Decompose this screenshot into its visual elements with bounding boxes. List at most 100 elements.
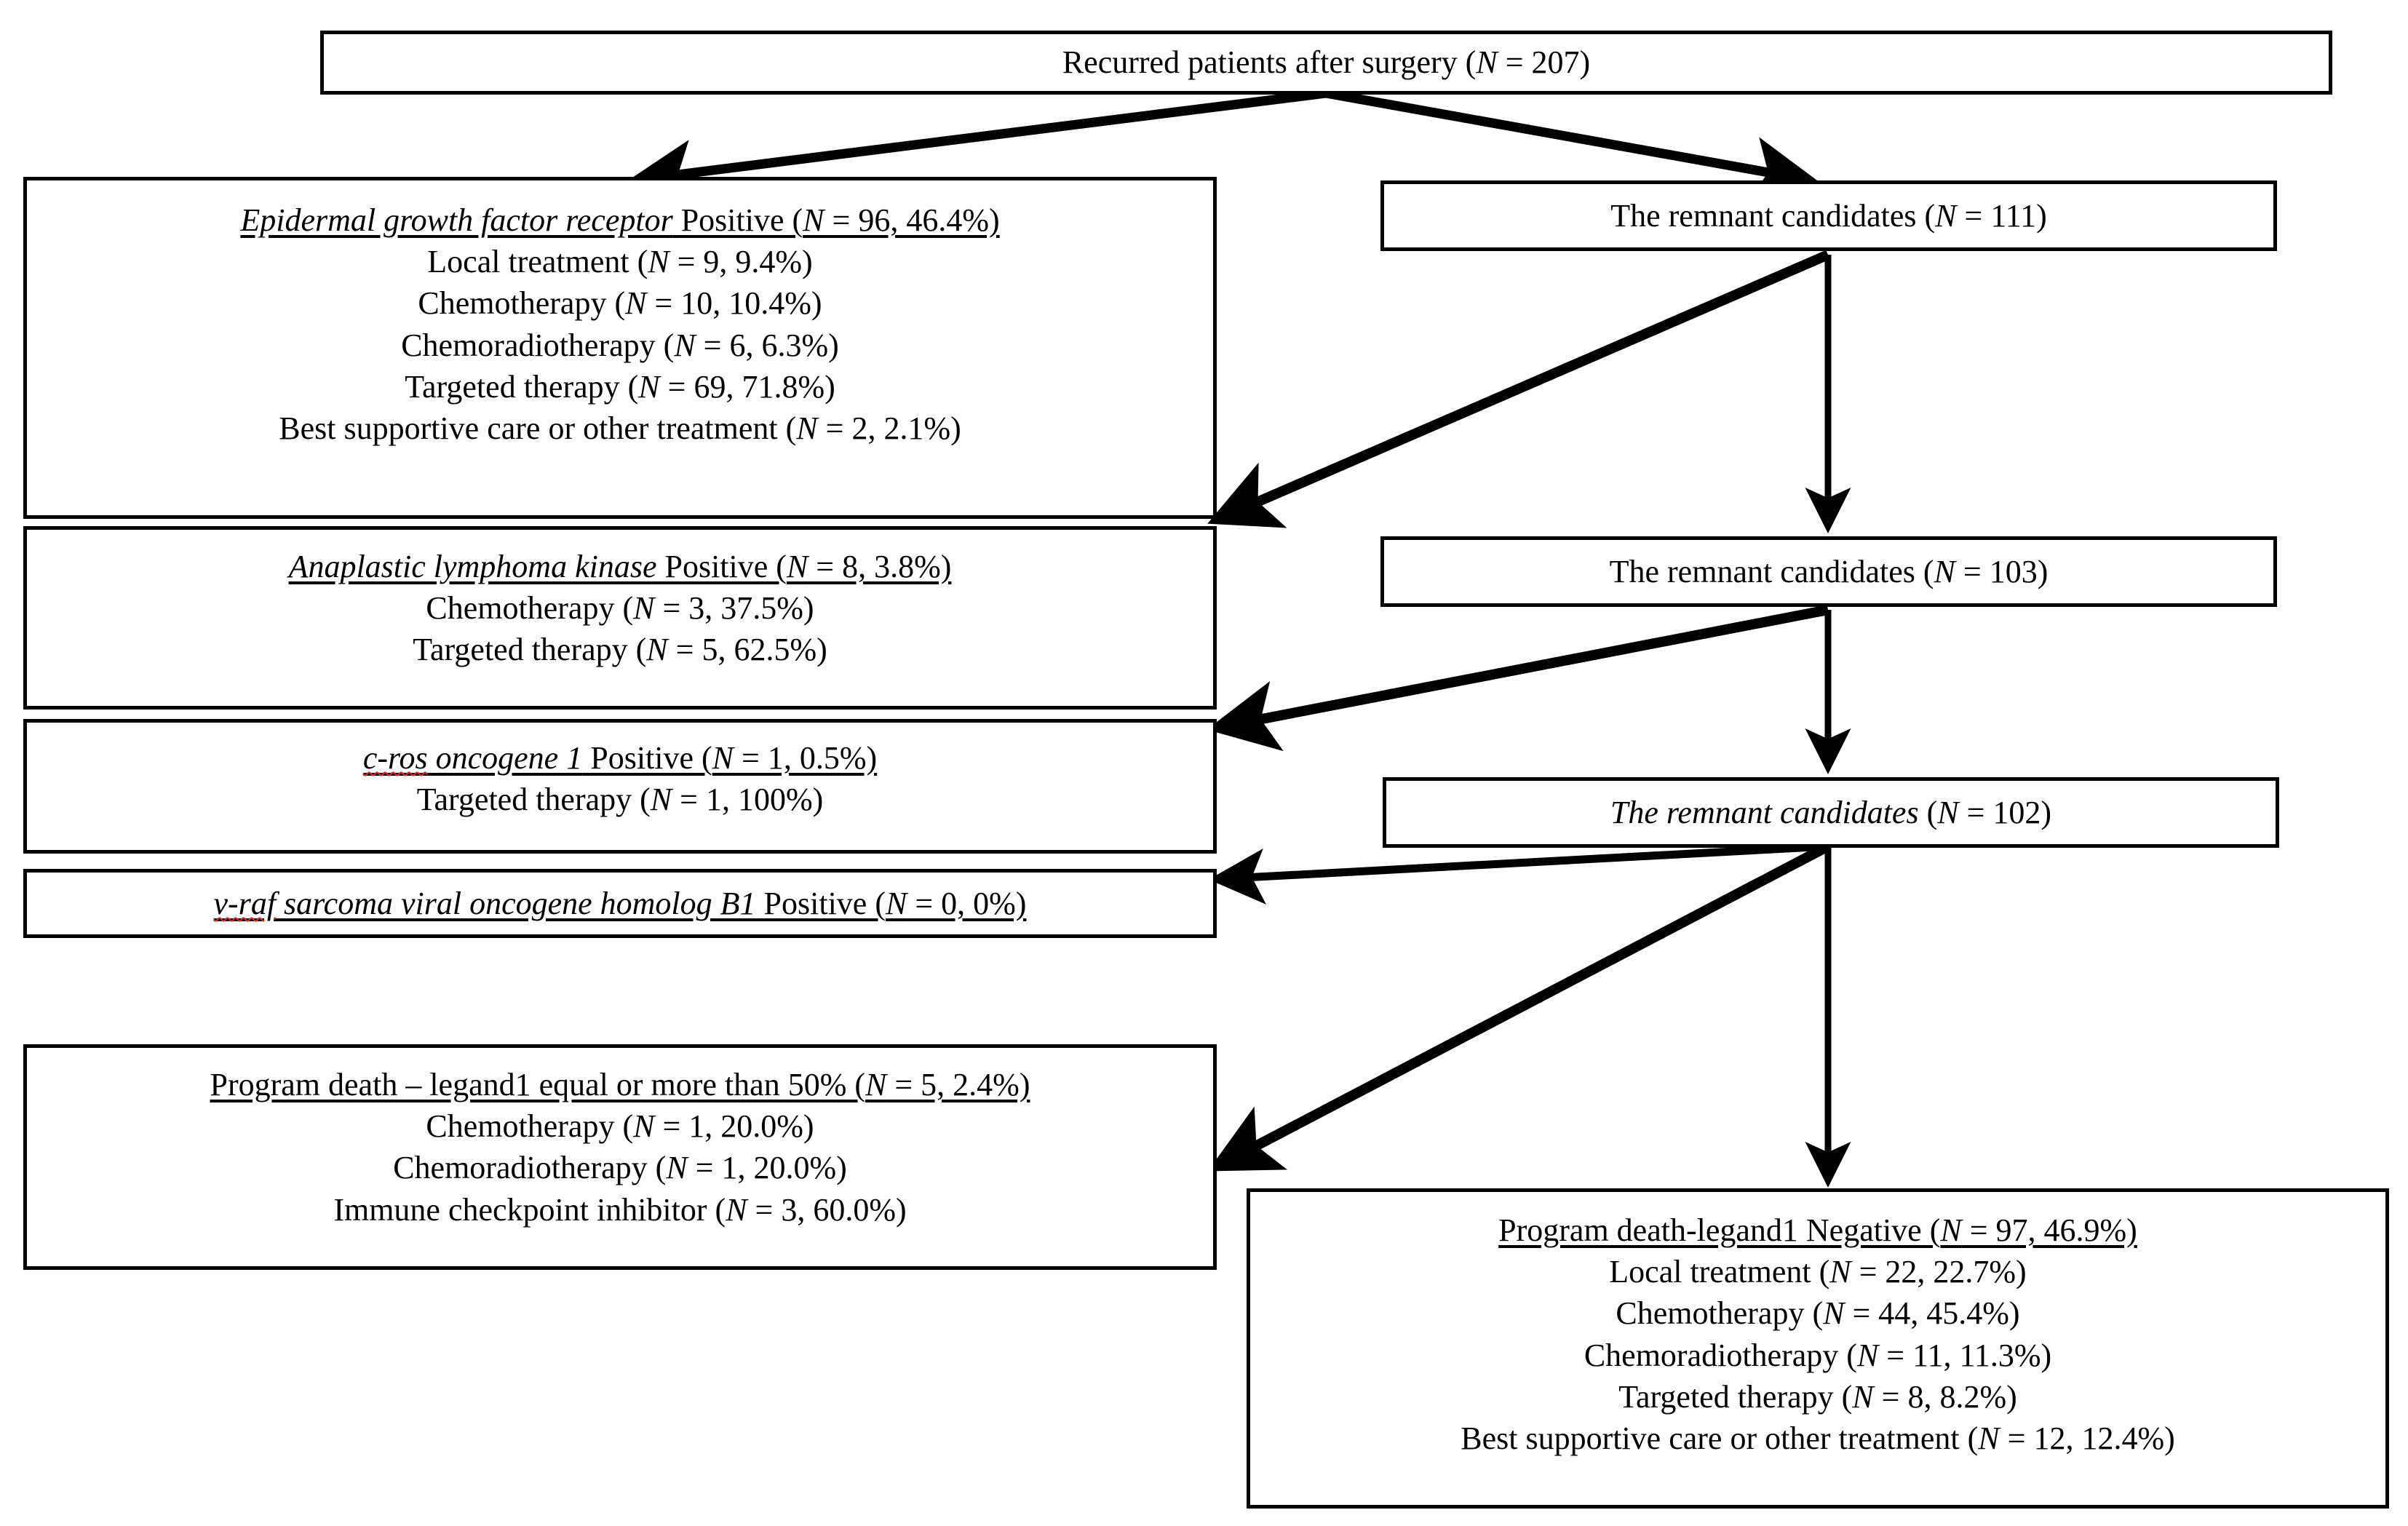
arrow-remnant103-to-ros1 (1207, 605, 1829, 752)
node-recurred-patients-label: Recurred patients after surgery (N = 207… (1062, 41, 1590, 83)
node-alk-row: Chemotherapy (N = 3, 37.5%) (426, 587, 814, 629)
gene-name: sarcoma viral oncogene homolog B1 (276, 885, 756, 921)
arrow-remnant102-to-braf (1209, 842, 1829, 905)
node-egfr-row: Chemoradiotherapy (N = 6, 6.3%) (401, 325, 839, 366)
node-remnant-103-label: The remnant candidates (N = 103) (1610, 551, 2049, 592)
node-remnant-candidates-111[interactable]: The remnant candidates (N = 111) (1380, 180, 2277, 251)
node-pdl1-negative-row: Local treatment (N = 22, 22.7%) (1609, 1251, 2026, 1292)
node-pdl1-negative-header: Program death-legand1 Negative (N = 97, … (1498, 1209, 2137, 1251)
node-ros1-positive[interactable]: c-ros oncogene 1 Positive (N = 1, 0.5%) … (23, 719, 1217, 854)
node-ros1-row: Targeted therapy (N = 1, 100%) (417, 779, 824, 820)
text-tail: = 8, 3.8%) (808, 549, 952, 584)
n-symbol: N (1940, 1212, 1962, 1248)
text-plain: Targeted therapy ( (416, 782, 651, 818)
n-symbol: N (646, 632, 668, 668)
node-pdl1-high-positive[interactable]: Program death – legand1 equal or more th… (23, 1044, 1217, 1270)
node-egfr-row: Best supportive care or other treatment … (279, 408, 961, 449)
node-pdl1-negative[interactable]: Program death-legand1 Negative (N = 97, … (1247, 1188, 2389, 1509)
n-symbol: N (885, 885, 907, 921)
node-braf-positive[interactable]: v-raf sarcoma viral oncogene homolog B1 … (23, 869, 1217, 938)
text-tail: = 44, 45.4%) (1844, 1295, 2020, 1332)
text-plain: The remnant candidates ( (1609, 553, 1934, 589)
gene-name: Anaplastic lymphoma kinase (288, 549, 657, 584)
arrow-root-to-egfr (627, 88, 1327, 206)
text-tail: = 8, 8.2%) (1873, 1378, 2017, 1415)
node-egfr-positive[interactable]: Epidermal growth factor receptor Positiv… (23, 177, 1217, 519)
text-tail: = 22, 22.7%) (1851, 1254, 2027, 1290)
text-tail: = 5, 62.5%) (667, 632, 827, 668)
text-plain: Chemoradiotherapy ( (401, 327, 675, 363)
node-recurred-patients[interactable]: Recurred patients after surgery (N = 207… (320, 31, 2332, 95)
node-alk-positive[interactable]: Anaplastic lymphoma kinase Positive (N =… (23, 526, 1217, 710)
gene-name: Epidermal growth factor receptor (240, 202, 673, 238)
n-symbol: N (633, 1108, 655, 1145)
node-remnant-candidates-102[interactable]: The remnant candidates (N = 102) (1383, 777, 2279, 848)
text-plain: Recurred patients after surgery ( (1062, 44, 1477, 81)
text-plain: Immune checkpoint inhibitor ( (333, 1191, 726, 1228)
spellcheck-flagged-word: v-raf (213, 885, 277, 921)
n-symbol: N (1856, 1337, 1879, 1373)
text-plain: Targeted therapy ( (413, 632, 647, 668)
n-symbol: N (1978, 1420, 2000, 1456)
text-plain: Best supportive care or other treatment … (1461, 1420, 1979, 1456)
n-symbol: N (638, 368, 660, 405)
node-pdl1-high-row: Chemoradiotherapy (N = 1, 20.0%) (393, 1147, 847, 1188)
text-tail: = 1, 20.0%) (687, 1150, 847, 1186)
n-symbol: N (1852, 1378, 1874, 1415)
n-symbol: N (648, 244, 669, 280)
text-plain: Best supportive care or other treatment … (279, 410, 797, 446)
text-plain: Positive ( (755, 885, 886, 921)
node-egfr-header: Epidermal growth factor receptor Positiv… (240, 199, 999, 241)
n-symbol: N (1934, 553, 1955, 589)
n-symbol: N (803, 202, 824, 238)
text-tail: = 5, 2.4%) (886, 1067, 1030, 1102)
node-pdl1-negative-row: Best supportive care or other treatment … (1461, 1418, 2175, 1459)
text-plain: Program death – legand1 equal or more th… (210, 1067, 866, 1102)
node-alk-row: Targeted therapy (N = 5, 62.5%) (413, 629, 827, 670)
n-symbol: N (796, 410, 818, 446)
node-pdl1-negative-row: Targeted therapy (N = 8, 8.2%) (1618, 1376, 2017, 1418)
node-pdl1-negative-row: Chemoradiotherapy (N = 11, 11.3%) (1584, 1335, 2051, 1376)
n-symbol: N (1476, 44, 1498, 81)
text-tail: = 3, 37.5%) (654, 590, 814, 627)
text-italic: The remnant candidates (1610, 794, 1919, 830)
arrow-root-to-remnant111 (1324, 88, 1819, 203)
node-remnant-candidates-103[interactable]: The remnant candidates (N = 103) (1380, 536, 2277, 607)
text-tail: = 6, 6.3%) (695, 327, 839, 363)
node-pdl1-high-row: Immune checkpoint inhibitor (N = 3, 60.0… (333, 1189, 906, 1231)
n-symbol: N (674, 327, 696, 363)
text-tail: = 97, 46.9%) (1961, 1212, 2137, 1248)
node-egfr-row: Chemotherapy (N = 10, 10.4%) (418, 282, 822, 324)
node-pdl1-high-header: Program death – legand1 equal or more th… (210, 1064, 1030, 1105)
node-alk-header: Anaplastic lymphoma kinase Positive (N =… (289, 546, 952, 587)
n-symbol: N (1937, 794, 1959, 830)
text-tail: = 96, 46.4%) (824, 202, 1000, 238)
node-ros1-header: c-ros oncogene 1 Positive (N = 1, 0.5%) (363, 737, 877, 779)
text-tail: = 1, 100%) (672, 782, 824, 818)
n-symbol: N (650, 782, 672, 818)
n-symbol: N (633, 590, 655, 627)
text-plain: Chemotherapy ( (426, 1108, 634, 1145)
text-plain: Chemoradiotherapy ( (1584, 1337, 1857, 1373)
text-tail: = 2, 2.1%) (817, 410, 961, 446)
text-tail: = 207) (1497, 44, 1591, 81)
node-pdl1-negative-row: Chemotherapy (N = 44, 45.4%) (1616, 1292, 2019, 1334)
text-tail: = 111) (1956, 197, 2047, 234)
text-tail: = 10, 10.4%) (646, 285, 822, 322)
n-symbol: N (786, 549, 808, 584)
text-plain: Positive ( (656, 549, 787, 584)
text-plain: Local treatment ( (427, 244, 648, 280)
n-symbol: N (1935, 197, 1957, 234)
text-plain: Chemotherapy ( (426, 590, 634, 627)
text-tail: = 103) (1955, 553, 2049, 589)
text-tail: = 69, 71.8%) (659, 368, 835, 405)
n-symbol: N (625, 285, 647, 322)
text-plain: Chemotherapy ( (1616, 1295, 1824, 1332)
node-egfr-row: Local treatment (N = 9, 9.4%) (427, 241, 812, 282)
text-plain: Chemoradiotherapy ( (393, 1150, 667, 1186)
text-tail: = 9, 9.4%) (669, 244, 813, 280)
text-tail: = 3, 60.0%) (747, 1191, 907, 1228)
text-tail: = 0, 0%) (907, 885, 1027, 921)
text-plain: Chemotherapy ( (418, 285, 626, 322)
n-symbol: N (726, 1191, 747, 1228)
